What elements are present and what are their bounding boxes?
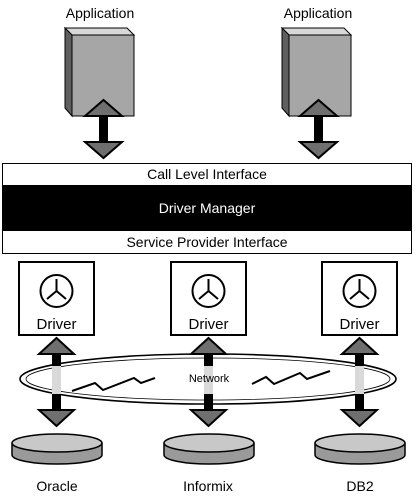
application-right-label: Application: [283, 5, 353, 21]
app-right-double-arrow-icon: [297, 98, 340, 160]
database-db2-label: DB2: [346, 478, 374, 494]
driver-oracle-double-arrow-icon: [36, 336, 77, 428]
service-provider-interface-label: Service Provider Interface: [126, 234, 288, 250]
driver-oracle-box: Driver: [18, 261, 95, 336]
driver-informix-box: Driver: [170, 261, 247, 336]
application-server-right-icon: [280, 26, 353, 118]
driver-db2-box: Driver: [321, 261, 398, 336]
service-provider-interface-band: Service Provider Interface: [2, 230, 412, 254]
driver-manager-label: Driver Manager: [158, 200, 256, 216]
driver-informix-double-arrow-icon: [188, 336, 229, 428]
driver-label: Driver: [339, 316, 380, 333]
driver-manager-band: Driver Manager: [2, 186, 412, 230]
driver-clock-icon: [39, 274, 74, 308]
driver-db2-double-arrow-icon: [339, 336, 380, 428]
call-level-interface-band: Call Level Interface: [2, 163, 412, 186]
database-db2-icon: [314, 433, 406, 465]
network-label: Network: [188, 373, 230, 385]
application-server-left-icon: [63, 26, 136, 118]
network-lightning-right-icon: [251, 370, 331, 386]
application-left-label: Application: [65, 5, 135, 21]
driver-label: Driver: [36, 316, 77, 333]
call-level-interface-label: Call Level Interface: [147, 166, 267, 182]
database-informix-label: Informix: [183, 478, 233, 494]
database-informix-icon: [163, 433, 255, 465]
network-lightning-left-icon: [71, 376, 156, 392]
driver-clock-icon: [342, 274, 377, 308]
app-left-double-arrow-icon: [82, 98, 125, 160]
database-oracle-label: Oracle: [36, 478, 78, 494]
database-oracle-icon: [11, 433, 103, 465]
driver-label: Driver: [188, 316, 229, 333]
driver-clock-icon: [191, 274, 226, 308]
